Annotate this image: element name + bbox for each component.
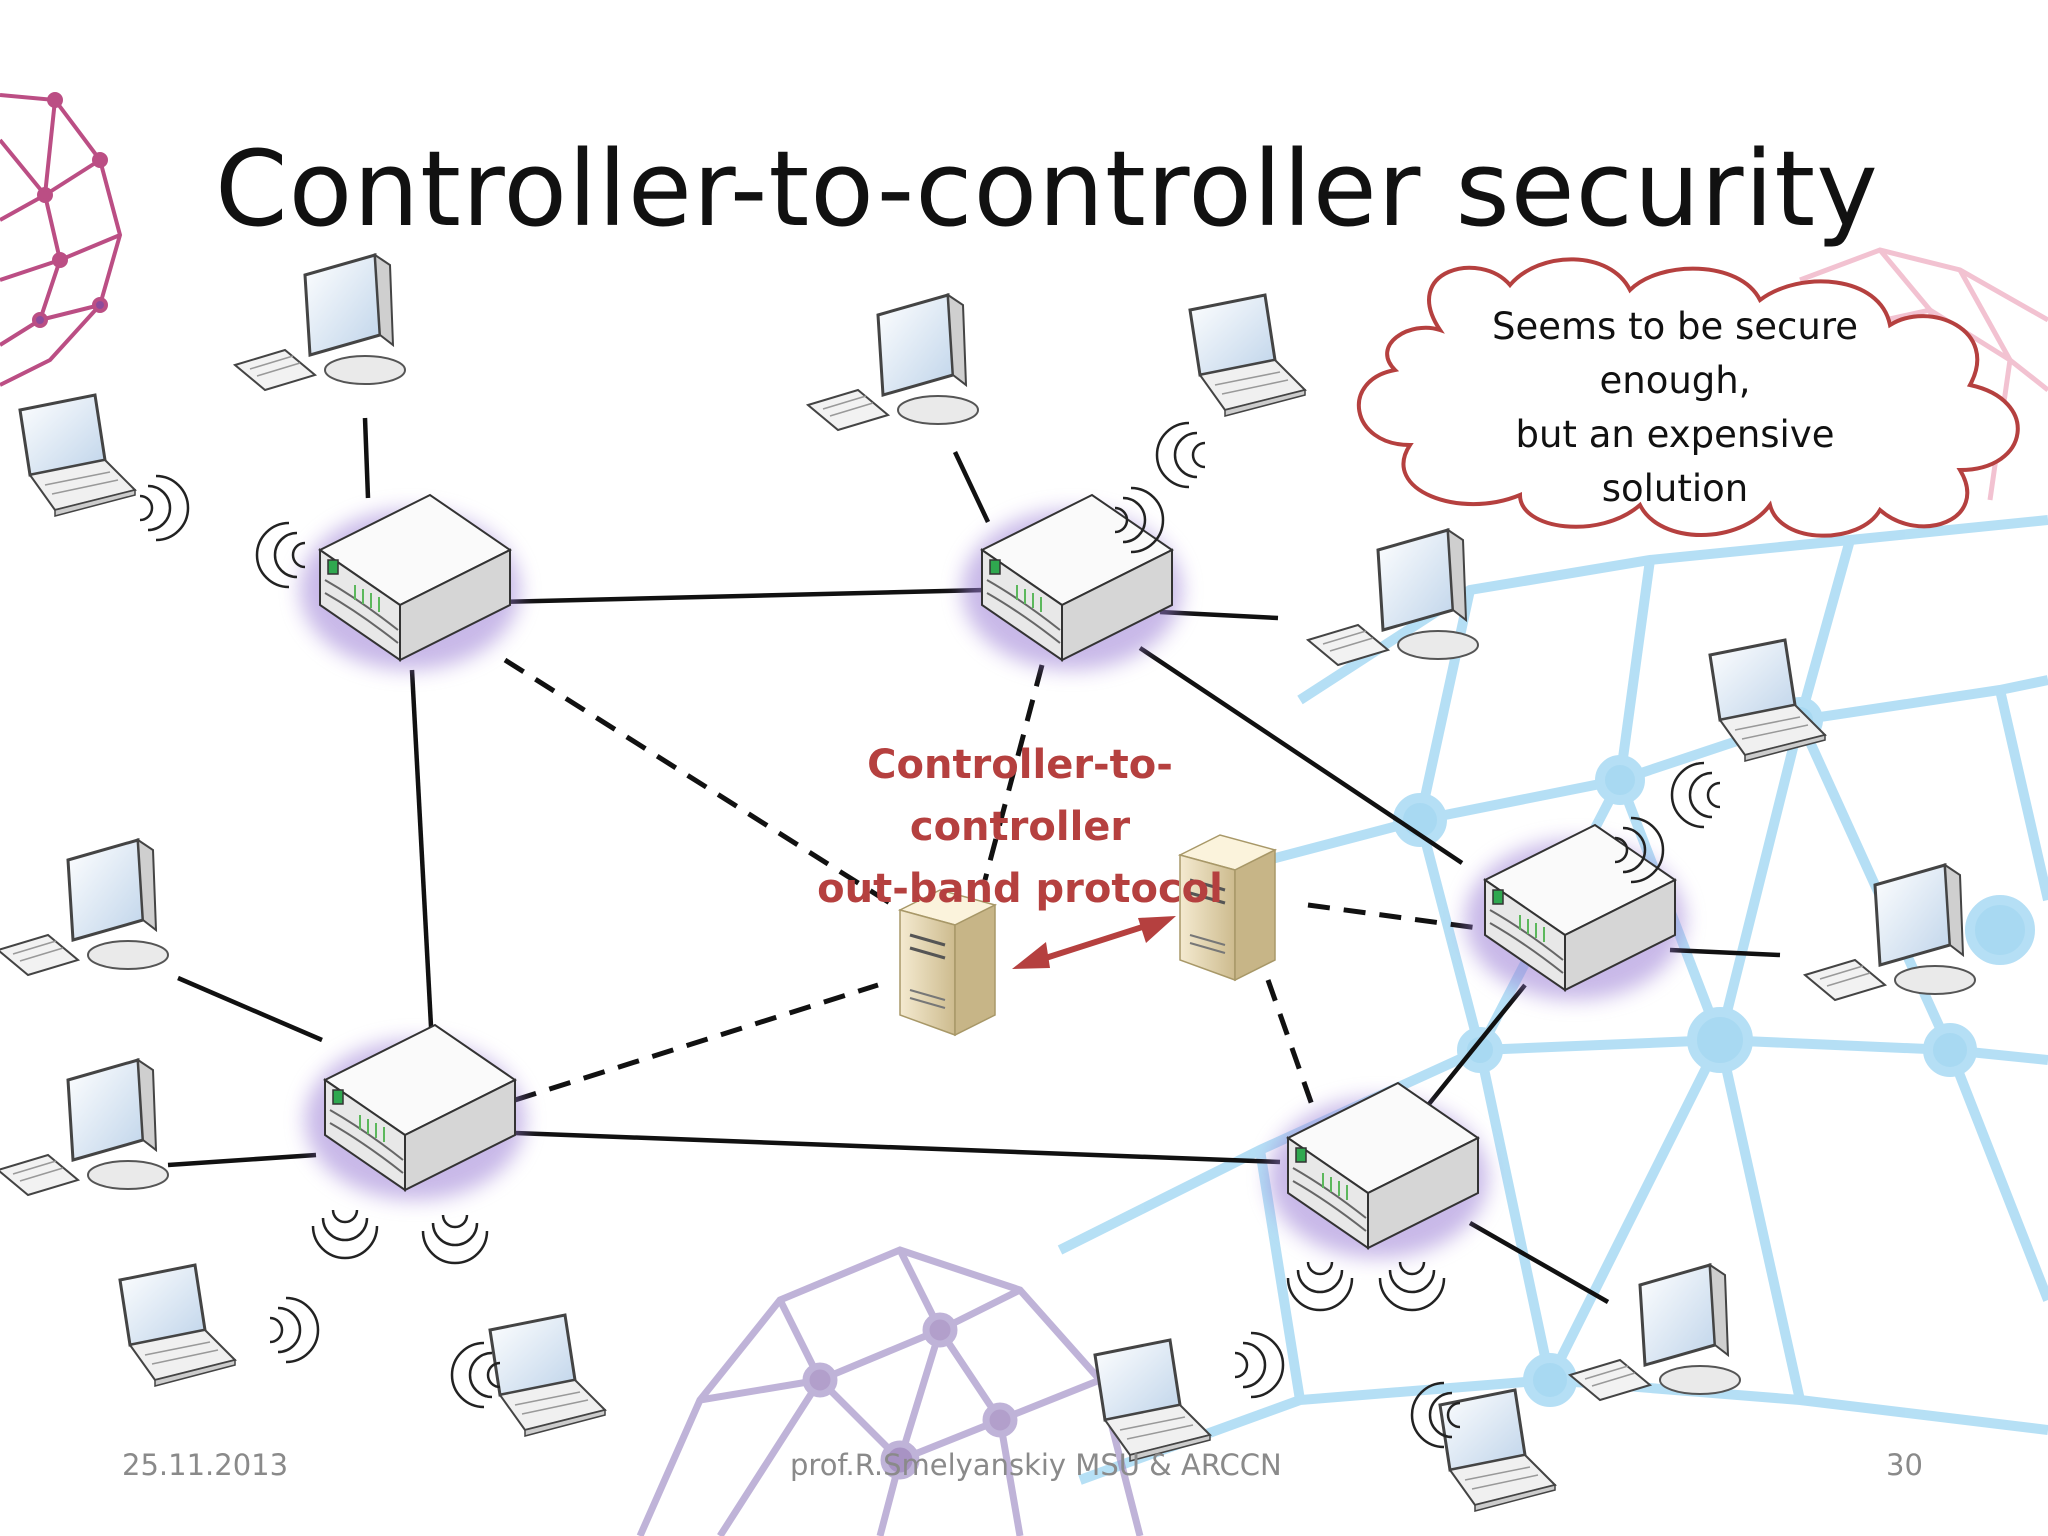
footer-date: 25.11.2013 [122, 1448, 289, 1482]
laptop-icon-right [1708, 638, 1827, 763]
laptop-icon-bottom-center [1093, 1338, 1212, 1463]
ctrl-link-sw3 [1307, 902, 1479, 931]
switch-4 [305, 1025, 525, 1200]
wifi-icon [1670, 761, 1722, 829]
wifi-icon [1378, 1260, 1446, 1312]
switch-2 [962, 495, 1182, 670]
wifi-icon [1155, 421, 1207, 489]
laptop-icon-top-right [1188, 293, 1307, 418]
footer-page-number: 30 [1886, 1448, 1923, 1482]
link-sw3-desktop [1669, 947, 1781, 958]
magenta-sphere-top-left [0, 92, 123, 387]
desktop-icon-left-lower [0, 1058, 170, 1197]
wifi-icon [1233, 1331, 1285, 1399]
wifi-icon [268, 1296, 320, 1364]
controller-links [503, 657, 1479, 1106]
controller-to-controller-arrow [1012, 916, 1176, 969]
protocol-label-line: Controller-to-controller [867, 742, 1173, 850]
desktop-icon-left-upper [0, 838, 170, 977]
cloud-callout-text: Seems to be secure enough, but an expens… [1460, 300, 1890, 516]
ctrl-link-sw4 [514, 982, 879, 1103]
thought-cloud-callout [1356, 257, 2020, 538]
link-sw4-sw5 [514, 1130, 1281, 1165]
switch-1 [300, 495, 520, 670]
blue-structure-right [1057, 515, 2048, 1485]
laptop-icon-bottom-right [1438, 1388, 1557, 1513]
desktop-icon-bottom-right [1568, 1263, 1742, 1402]
switch-5 [1268, 1083, 1488, 1258]
link-sw5-desktop [1468, 1221, 1610, 1304]
wifi-icon [255, 521, 307, 589]
desktop-icon-right [1803, 863, 1977, 1002]
wifi-icon [138, 474, 190, 542]
laptop-icon-bottom-center-left [488, 1313, 607, 1438]
desktop-icon-top-center [806, 293, 980, 432]
link-desktop-sw1 [362, 417, 371, 499]
link-sw1-sw2 [499, 587, 986, 605]
link-sw2-sw3 [1138, 646, 1464, 865]
wifi-icon [311, 1208, 379, 1260]
protocol-label-line: out-band protocol [817, 866, 1223, 912]
wifi-icon [1286, 1260, 1354, 1312]
link-sw2-desktop [1159, 609, 1279, 621]
switch-3 [1465, 825, 1685, 1000]
link-desktop-sw2 [952, 451, 991, 523]
cloud-text-line: Seems to be secure [1491, 305, 1858, 348]
link-desktop-sw4-a [177, 975, 323, 1043]
ctrl-link-sw2 [982, 664, 1045, 881]
slide-title: Controller-to-controller security [215, 128, 1879, 250]
controller-protocol-label: Controller-to-controller out-band protoc… [760, 734, 1280, 920]
laptop-icon-left [18, 393, 137, 518]
wifi-icon [421, 1213, 489, 1265]
cloud-text-line: enough, [1599, 359, 1751, 402]
laptop-icon-bottom-left [118, 1263, 237, 1388]
link-sw1-sw4 [409, 669, 435, 1046]
cloud-text-line: solution [1601, 467, 1749, 510]
link-desktop-sw4-b [167, 1152, 317, 1168]
ctrl-link-sw5 [1265, 979, 1315, 1106]
footer-author: prof.R.Smelyanskiy MSU & ARCCN [790, 1448, 1282, 1482]
cloud-text-line: but an expensive [1515, 413, 1835, 456]
desktop-icon-top-left [233, 253, 407, 392]
desktop-icon-center-right [1306, 528, 1480, 667]
ctrl-link-sw1 [503, 657, 895, 908]
